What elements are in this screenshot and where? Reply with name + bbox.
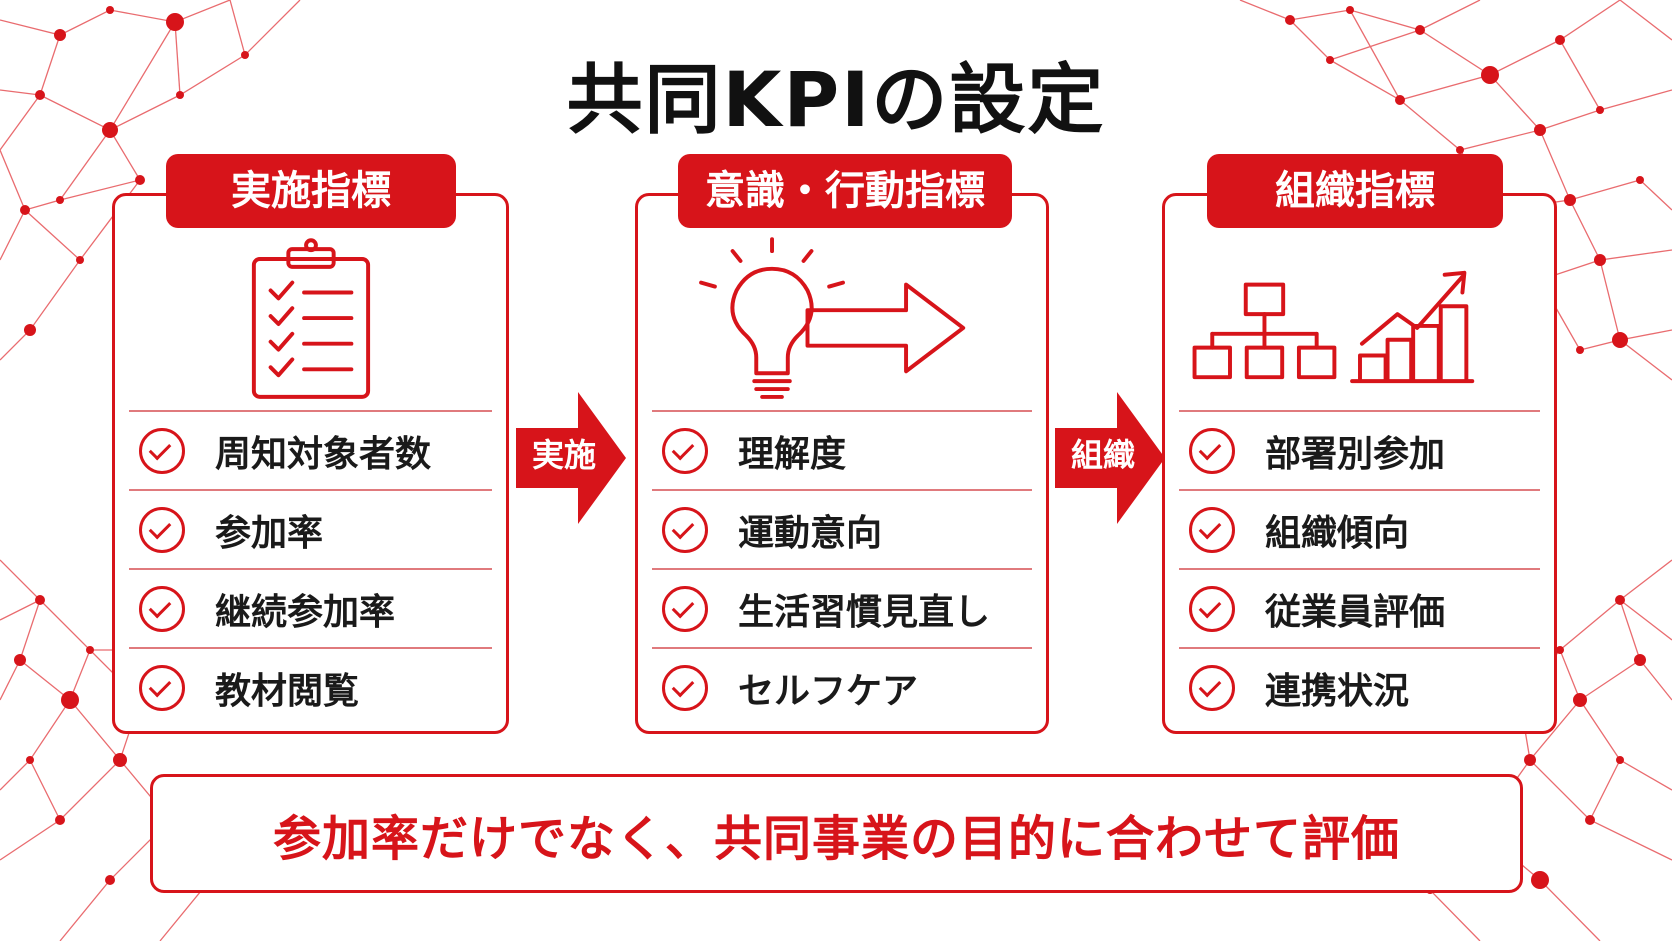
list-item: 生活習慣見直し — [652, 568, 1032, 647]
item-label: セルフケア — [738, 670, 919, 712]
item-label: 継続参加率 — [215, 591, 396, 633]
item-label: 生活習慣見直し — [738, 591, 991, 633]
flow-arrow-1: 実施 — [516, 392, 626, 524]
list-item: 組織傾向 — [1179, 489, 1540, 568]
list-item: 運動意向 — [652, 489, 1032, 568]
list-item: 継続参加率 — [129, 568, 492, 647]
item-label: 参加率 — [215, 512, 324, 554]
summary-box: 参加率だけでなく、共同事業の目的に合わせて評価 — [150, 774, 1523, 893]
list-item: 教材閲覧 — [129, 647, 492, 726]
check-circle-icon — [1189, 585, 1235, 632]
check-circle-icon — [662, 427, 708, 474]
check-circle-icon — [662, 585, 708, 632]
check-circle-icon — [1189, 664, 1235, 711]
arrow-label: 組織 — [1070, 436, 1135, 474]
panel-header: 意識・行動指標 — [678, 154, 1012, 228]
page-title: 共同KPIの設定 — [566, 55, 1106, 144]
list-item: 連携状況 — [1179, 647, 1540, 726]
org-chart-growth-chart-icon — [1192, 270, 1475, 384]
list-item: 周知対象者数 — [129, 410, 492, 489]
list-item: 部署別参加 — [1179, 410, 1540, 489]
check-circle-icon — [1189, 506, 1235, 553]
panel-implementation-indicators: 実施指標 周知対象者数 参加率 継続参加率 教材閲覧 — [112, 154, 509, 734]
check-circle-icon — [139, 585, 185, 632]
list-item: 理解度 — [652, 410, 1032, 489]
panel-header: 実施指標 — [166, 154, 456, 228]
item-label: 組織傾向 — [1265, 512, 1410, 554]
check-circle-icon — [139, 427, 185, 474]
list-item: 参加率 — [129, 489, 492, 568]
item-label: 従業員評価 — [1265, 591, 1446, 633]
flow-arrow-2: 組織 — [1055, 392, 1165, 524]
item-label: 部署別参加 — [1265, 433, 1446, 475]
item-label: 運動意向 — [738, 512, 883, 554]
right-arrow-icon — [1055, 392, 1165, 524]
item-label: 周知対象者数 — [215, 433, 432, 475]
check-circle-icon — [1189, 427, 1235, 474]
check-circle-icon — [139, 664, 185, 711]
panel-organization-indicators: 組織指標 部署別参加 組織傾向 — [1162, 154, 1557, 734]
arrow-label: 実施 — [531, 436, 596, 474]
panel-header: 組織指標 — [1207, 154, 1503, 228]
check-circle-icon — [662, 506, 708, 553]
lightbulb-arrow-icon — [699, 237, 966, 399]
clipboard-checklist-icon — [251, 238, 371, 399]
item-label: 教材閲覧 — [215, 670, 360, 712]
check-circle-icon — [662, 664, 708, 711]
check-circle-icon — [139, 506, 185, 553]
list-item: 従業員評価 — [1179, 568, 1540, 647]
right-arrow-icon — [516, 392, 626, 524]
list-item: セルフケア — [652, 647, 1032, 726]
item-label: 連携状況 — [1265, 670, 1410, 712]
item-label: 理解度 — [738, 433, 847, 475]
panel-awareness-behavior-indicators: 意識・行動指標 理解度 運動意向 生活習慣見直し — [635, 154, 1049, 734]
summary-text: 参加率だけでなく、共同事業の目的に合わせて評価 — [272, 810, 1400, 867]
